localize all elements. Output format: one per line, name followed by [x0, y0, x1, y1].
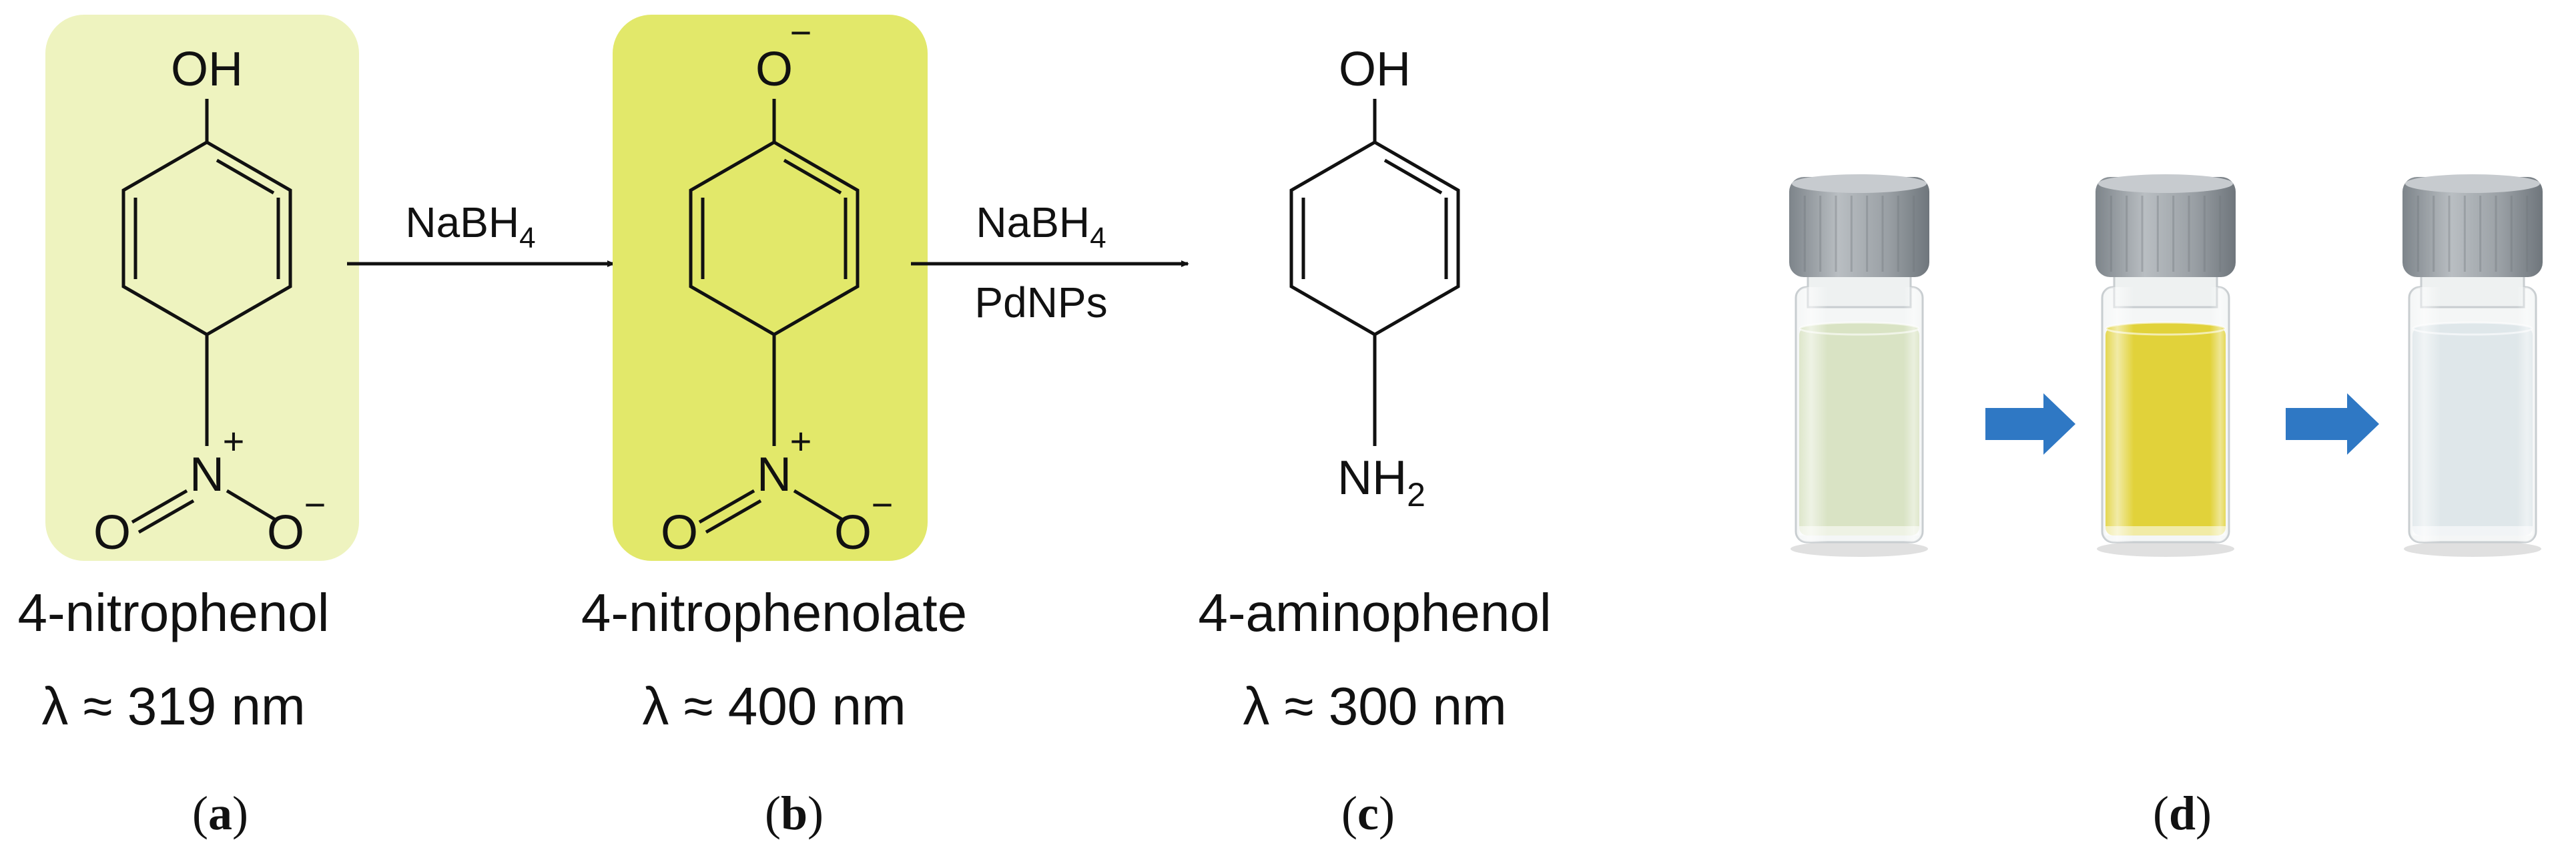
reaction-arrow-2: NaBH4 PdNPs [911, 198, 1190, 327]
vial-reflection [1796, 287, 1923, 542]
lambda-a: λ ≈ 319 nm [41, 676, 305, 736]
oxygen-charge-a: − [304, 483, 326, 525]
oxygen-right-a: O [267, 506, 304, 560]
vial-2 [2096, 174, 2236, 557]
nitrogen-a: N [190, 448, 224, 501]
lambda-c: λ ≈ 300 nm [1243, 676, 1506, 736]
nitrogen-charge-a: + [223, 420, 245, 462]
vial-reflection [2102, 287, 2229, 542]
nitrogen-b: N [757, 448, 791, 501]
vial-cap [2096, 177, 2236, 277]
reaction-arrow-1: NaBH4 [347, 198, 616, 268]
compound-c-4-aminophenol: OH NH2 4-aminophenol λ ≈ 300 nm [1198, 43, 1551, 736]
panel-label-d: (d) [2153, 787, 2212, 840]
top-charge-b: − [790, 11, 812, 53]
oxygen-charge-b: − [872, 483, 894, 525]
top-group-oh-c: OH [1339, 43, 1411, 96]
benzene-ring-c [1289, 140, 1460, 337]
vial-cap-top [2405, 174, 2540, 193]
bond-n-o-right-a [226, 489, 276, 521]
panel-labels: (a) (b) (c) (d) [192, 787, 2212, 840]
top-group-o-b: O [755, 43, 793, 96]
ring-double-bond-b2 [783, 158, 842, 195]
compound-a-4-nitrophenol: OH N + O O − 4-nitrophenol λ ≈ 319 nm [18, 15, 359, 736]
catalyst-2: PdNPs [974, 278, 1107, 327]
compound-name-a: 4-nitrophenol [18, 583, 330, 642]
vial-cap-top [2098, 174, 2233, 193]
vial-reflection [2409, 287, 2536, 542]
vial-cap [1789, 177, 1929, 277]
blue-arrow-1 [1985, 393, 2075, 455]
ring-double-bond-a2 [216, 158, 275, 195]
panel-label-c: (c) [1341, 787, 1395, 840]
amine-group-c: NH2 [1337, 451, 1425, 513]
panel-label-a: (a) [192, 787, 248, 840]
vial-shadow [2404, 541, 2541, 557]
vial-cap-top [1792, 174, 1927, 193]
reagent-1: NaBH4 [405, 198, 535, 254]
oxygen-left-a: O [93, 506, 131, 560]
bond-n-o-right-b [793, 489, 844, 521]
top-group-oh-a: OH [171, 43, 243, 96]
vial-1 [1789, 174, 1929, 557]
photo-panel-d [1789, 174, 2543, 557]
oxygen-left-b: O [661, 506, 698, 560]
nitrogen-charge-b: + [790, 420, 812, 462]
ring-double-bond-c2 [1383, 158, 1443, 195]
compound-name-b: 4-nitrophenolate [581, 583, 967, 642]
compound-b-4-nitrophenolate: O − N + O O − 4-nitrophenolate λ ≈ 400 n… [581, 11, 967, 736]
highlight-box-a [45, 15, 359, 561]
bond-n-o-left-b1 [698, 489, 755, 524]
reagent-2: NaBH4 [976, 198, 1106, 254]
vial-shadow [2097, 541, 2234, 557]
lambda-b: λ ≈ 400 nm [642, 676, 906, 736]
vial-cap [2402, 177, 2543, 277]
bond-n-o-left-a2 [137, 499, 195, 534]
bond-n-o-left-a1 [131, 489, 188, 524]
vial-3 [2402, 174, 2543, 557]
bond-n-o-left-b2 [705, 499, 762, 534]
oxygen-right-b: O [834, 506, 872, 560]
highlight-box-b [613, 15, 928, 561]
panel-label-b: (b) [765, 787, 824, 840]
blue-arrow-2 [2286, 393, 2379, 455]
compound-name-c: 4-aminophenol [1198, 583, 1551, 642]
vial-shadow [1791, 541, 1928, 557]
